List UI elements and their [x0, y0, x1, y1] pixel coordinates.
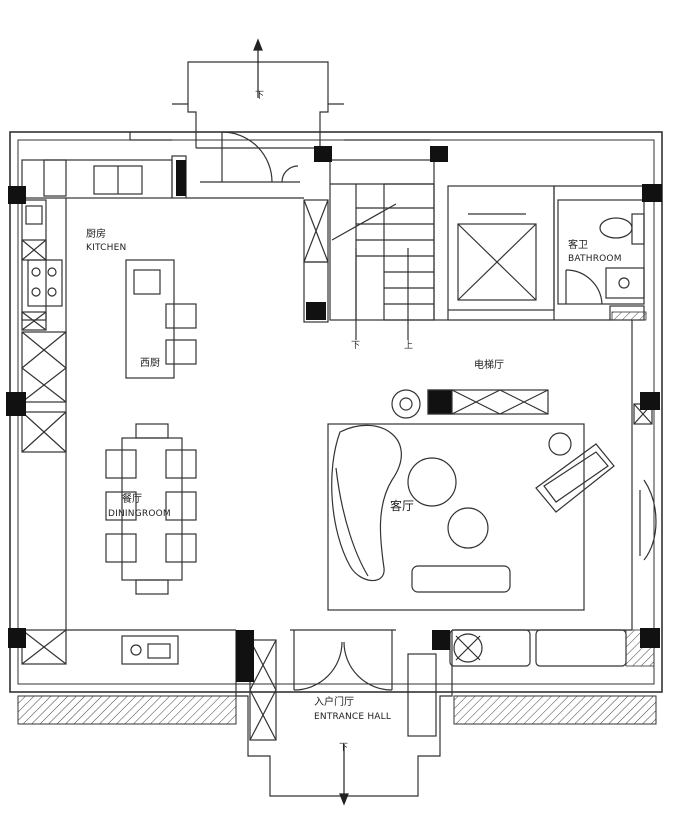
- dining-table: [105, 423, 197, 595]
- bathroom-label-en: BATHROOM: [568, 254, 622, 264]
- west-cabinets: [21, 411, 67, 665]
- entrance-hall-label-en: ENTRANCE HALL: [314, 712, 392, 722]
- bathroom-label-zh: 客卫: [568, 240, 588, 251]
- staircase: [303, 159, 435, 340]
- elevator-hall-label: 电梯厅: [474, 360, 504, 371]
- dining-label-zh: 餐厅: [122, 494, 142, 505]
- kitchen-label-zh: 厨房: [86, 229, 106, 240]
- south-east-furniture: [449, 629, 627, 667]
- east-cabinets: [633, 403, 657, 561]
- inner-partitions: [65, 185, 646, 631]
- north-door: [200, 131, 300, 183]
- dining-label-en: DININGROOM: [108, 509, 171, 519]
- outer-walls: [9, 131, 663, 693]
- living-room-furniture: [327, 423, 615, 611]
- direction-arrows: [253, 38, 349, 806]
- living-room-label: 客厅: [390, 499, 415, 513]
- up-mark-stair: 上: [404, 341, 414, 351]
- hall-console: [391, 389, 549, 419]
- kitchen-label-en: KITCHEN: [86, 243, 127, 253]
- kitchen-island: [125, 259, 197, 379]
- entrance-hall-label-zh: 入户门厅: [314, 697, 354, 708]
- down-mark-bottom: 下: [339, 743, 349, 753]
- kitchen-zone: [21, 155, 187, 403]
- down-mark-top: 下: [255, 91, 265, 101]
- western-kitchen-label: 西厨: [140, 358, 160, 369]
- bathroom: [557, 199, 645, 321]
- sideboard: [121, 635, 179, 665]
- down-mark-stair: 下: [351, 341, 361, 351]
- structural-columns: [6, 146, 662, 682]
- elevator-shaft: [447, 185, 555, 321]
- entrance-hall: [235, 629, 453, 797]
